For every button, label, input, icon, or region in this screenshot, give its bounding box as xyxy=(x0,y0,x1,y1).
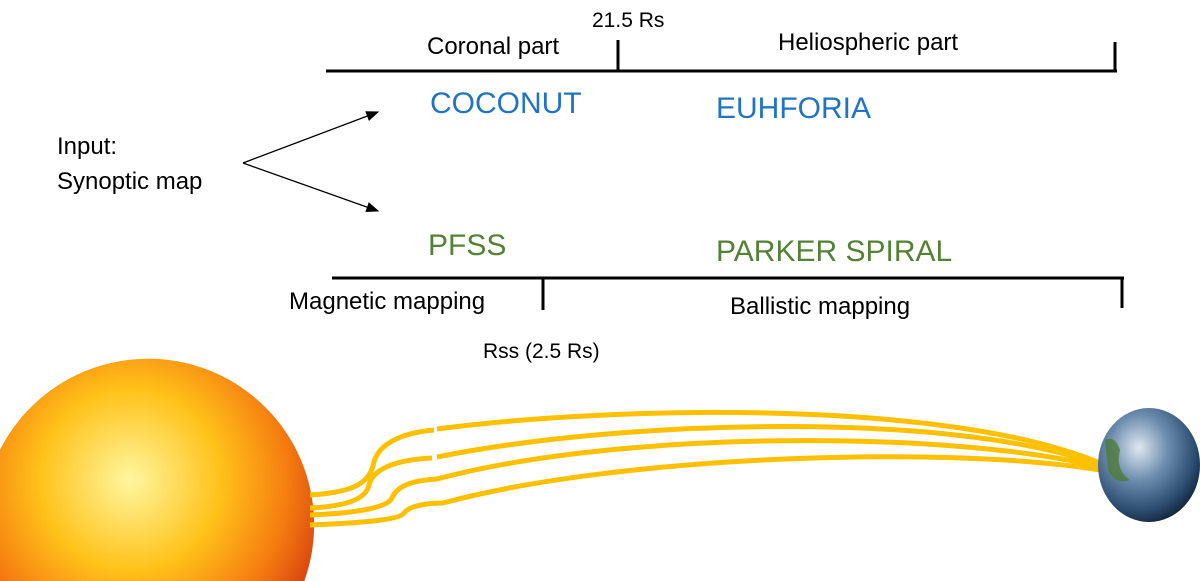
ballistic-mapping-label: Ballistic mapping xyxy=(730,293,911,320)
magnetic-mapping-label: Magnetic mapping xyxy=(289,288,486,315)
top-boundary-label: 21.5 Rs xyxy=(592,9,665,32)
parker-spiral-model-label: PARKER SPIRAL xyxy=(716,235,953,268)
sun-image xyxy=(0,358,315,581)
input-label-line1: Input: xyxy=(57,133,118,160)
field-lines xyxy=(309,409,1101,528)
heliospheric-part-label: Heliospheric part xyxy=(778,29,959,56)
input-arrows xyxy=(242,111,380,212)
earth-image xyxy=(1098,408,1200,522)
earth-land xyxy=(1105,438,1130,482)
coconut-model-label: COCONUT xyxy=(430,87,582,120)
euhforia-model-label: EUHFORIA xyxy=(716,92,872,125)
bottom-scale-axis xyxy=(332,276,1124,310)
top-scale-axis xyxy=(326,40,1117,73)
coronal-part-label: Coronal part xyxy=(427,33,560,60)
bottom-boundary-label: Rss (2.5 Rs) xyxy=(483,340,600,363)
pfss-model-label: PFSS xyxy=(428,229,507,262)
input-label-line2: Synoptic map xyxy=(57,168,203,195)
